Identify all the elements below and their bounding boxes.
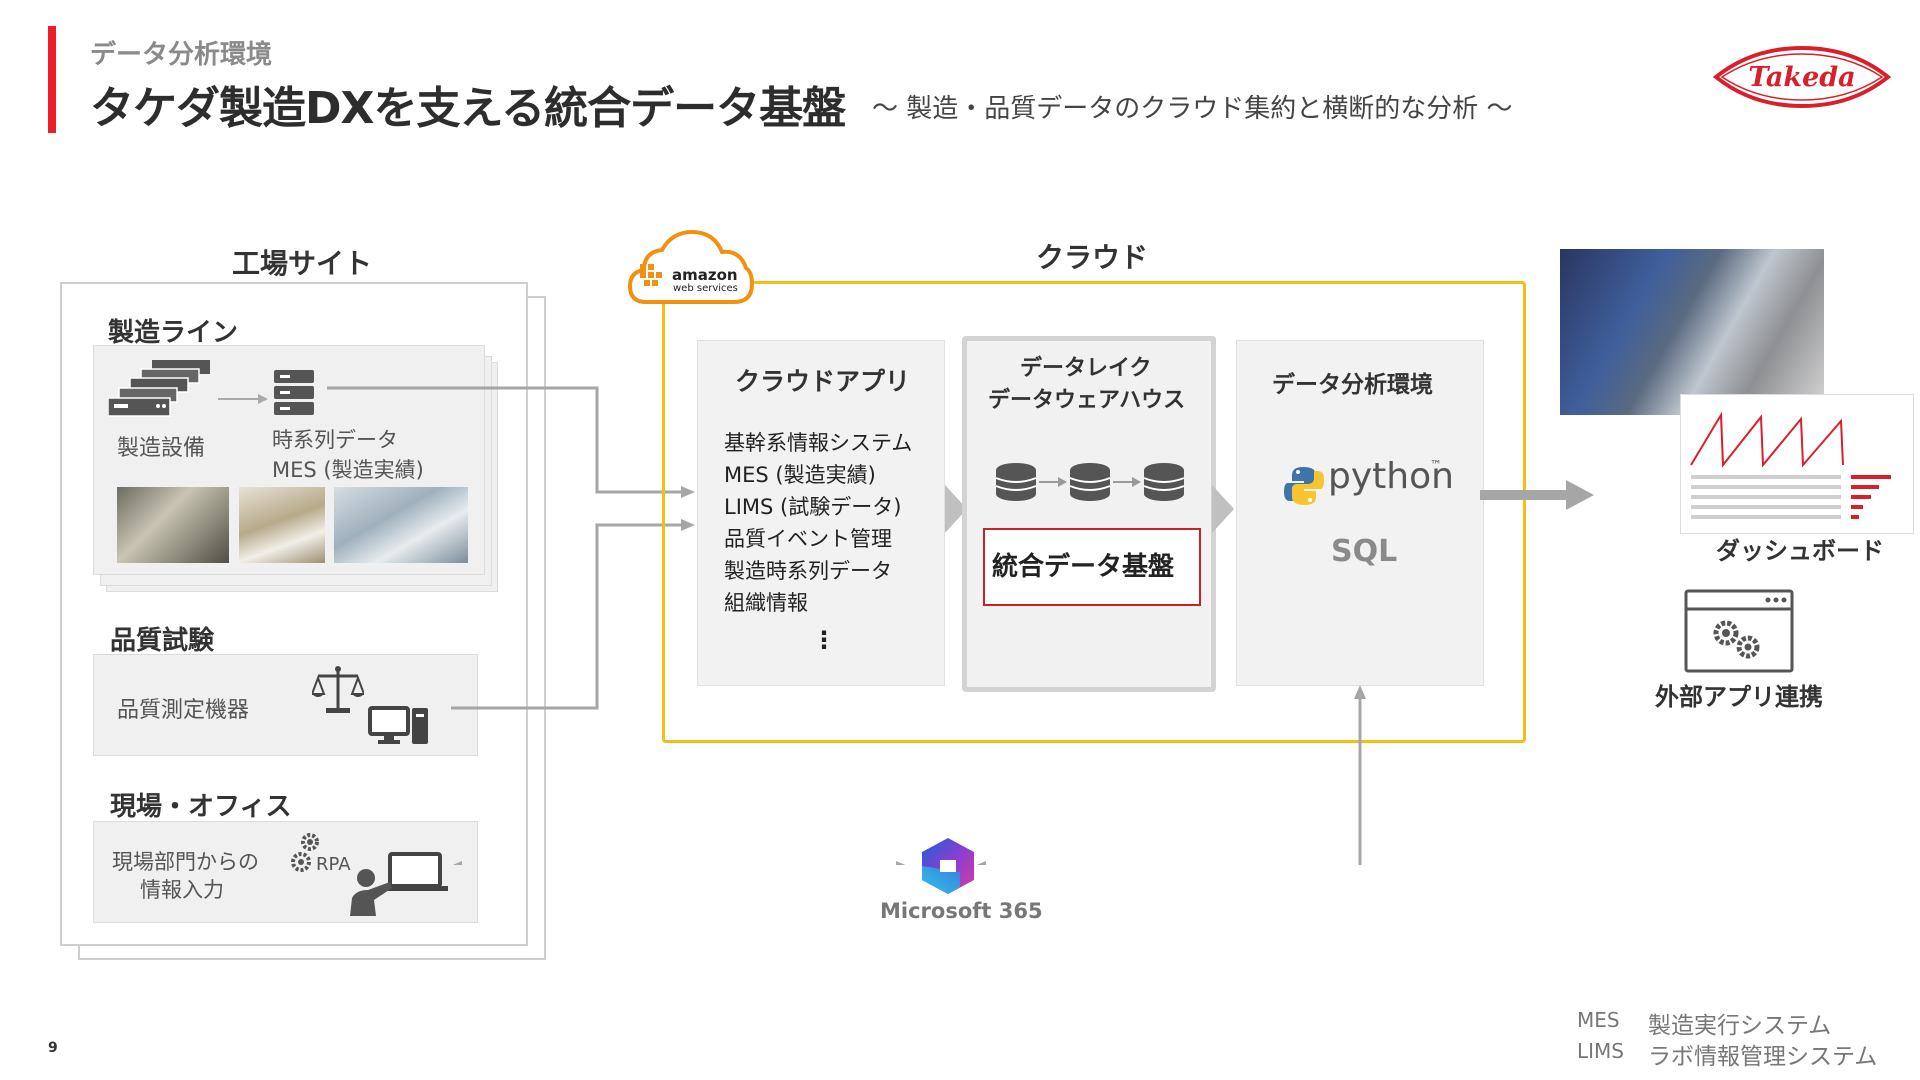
factory-photo-3 <box>334 487 468 563</box>
rpa-label: RPA <box>316 854 351 875</box>
logo-text: Takeda <box>1748 62 1855 93</box>
cloud-app-item: MES (製造実績) <box>724 463 876 487</box>
office-input-label-2: 情報入力 <box>140 878 224 902</box>
balance-scale-icon <box>310 664 366 720</box>
cloud-app-item: 基幹系情報システム <box>724 431 913 455</box>
factory-photo-1 <box>117 487 229 563</box>
database-flow-icon <box>994 462 1190 508</box>
rpa-gears-icon <box>290 832 320 880</box>
cloud-app-title: クラウドアプリ <box>735 367 911 396</box>
mes-label: MES (製造実績) <box>272 458 424 482</box>
integrated-data-platform-box <box>983 528 1201 606</box>
microsoft-365-icon <box>918 836 978 900</box>
python-tm: ™ <box>1430 458 1442 472</box>
server-icon <box>272 370 316 424</box>
more-items-ellipsis: ⋮ <box>812 626 836 654</box>
integrated-data-platform-label: 統合データ基盤 <box>992 552 1175 582</box>
takeda-logo: Takeda <box>1712 45 1892 109</box>
arrow-right-small-icon <box>218 390 268 409</box>
quality-test-title: 品質試験 <box>110 626 215 656</box>
cloud-app-item: 品質イベント管理 <box>724 527 892 551</box>
analysis-title: データ分析環境 <box>1272 372 1433 398</box>
title-accent-bar <box>48 26 56 133</box>
quality-device-label: 品質測定機器 <box>117 698 250 723</box>
server-rack-stack-icon <box>107 360 214 426</box>
aws-label-2: web services <box>673 283 738 294</box>
section-subtitle: データ分析環境 <box>90 40 273 70</box>
output-arrow <box>1480 480 1594 514</box>
person-laptop-icon <box>350 850 450 920</box>
python-logo-icon <box>1284 465 1324 511</box>
python-label: python <box>1328 456 1454 497</box>
office-title: 現場・オフィス <box>110 792 292 822</box>
footnote-desc-mes: 製造実行システム <box>1648 1013 1832 1039</box>
dashboard-chart-thumbnail <box>1680 394 1914 534</box>
aws-label-1: amazon <box>672 266 738 284</box>
page-tagline: ～ 製造・品質データのクラウド集約と横断的な分析 ～ <box>872 94 1513 124</box>
chevron-right-icon <box>945 485 967 537</box>
sql-label: SQL <box>1331 534 1398 569</box>
factory-title: 工場サイト <box>232 247 373 280</box>
footnote-desc-lims: ラボ情報管理システム <box>1648 1044 1878 1070</box>
cloud-frame <box>662 281 1526 743</box>
equipment-label: 製造設備 <box>117 436 206 461</box>
cloud-app-item: 製造時系列データ <box>724 559 892 583</box>
external-app-label: 外部アプリ連携 <box>1655 683 1823 711</box>
microsoft-365-label: Microsoft 365 <box>880 899 1043 923</box>
chevron-right-icon <box>1212 485 1234 537</box>
cloud-app-column <box>697 340 945 686</box>
page-title: タケダ製造DXを支える統合データ基盤 <box>90 83 846 134</box>
external-app-window-icon <box>1684 589 1794 677</box>
aws-cloud-badge <box>627 228 755 314</box>
dashboard-photo <box>1560 249 1824 415</box>
factory-photo-2 <box>239 487 325 563</box>
desktop-computer-icon <box>368 706 430 750</box>
cloud-app-item: LIMS (試験データ) <box>724 495 902 519</box>
office-input-label-1: 現場部門からの <box>112 850 259 874</box>
cloud-app-item: 組織情報 <box>724 591 808 615</box>
analysis-column <box>1236 340 1484 686</box>
connector-arrows <box>325 380 705 724</box>
m365-connector-arrows <box>448 685 1368 873</box>
cloud-app-list: 基幹系情報システム MES (製造実績) LIMS (試験データ) 品質イベント… <box>724 427 912 619</box>
data-warehouse-title: データウェアハウス <box>988 388 1186 413</box>
page-number: 9 <box>48 1040 58 1056</box>
cloud-title: クラウド <box>1036 241 1149 274</box>
timeseries-label: 時系列データ <box>272 428 398 452</box>
production-line-title: 製造ライン <box>108 318 239 348</box>
footnote-abbr-lims: LIMS <box>1577 1039 1624 1063</box>
data-lake-title: データレイク <box>1020 356 1152 381</box>
dashboard-label: ダッシュボード <box>1716 537 1884 565</box>
footnote-abbr-mes: MES <box>1577 1008 1620 1032</box>
